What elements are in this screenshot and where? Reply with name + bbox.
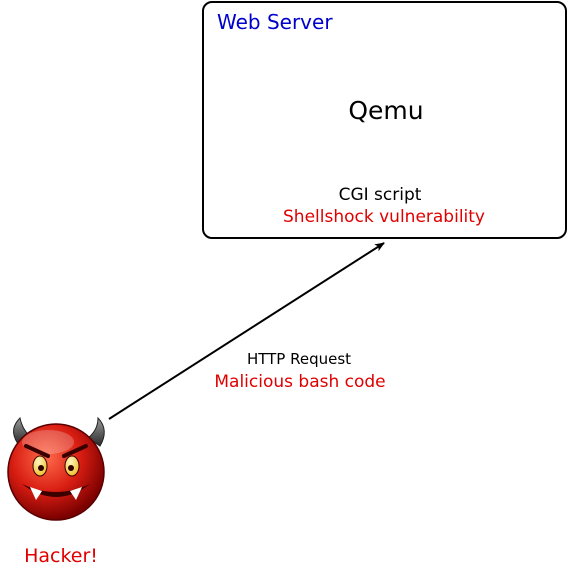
hacker-label: Hacker! (24, 545, 98, 567)
devil-face-icon (7, 416, 105, 521)
cgi-script-label: CGI script (338, 185, 422, 205)
malicious-payload-label: Malicious bash code (214, 372, 386, 392)
http-request-label: HTTP Request (246, 350, 352, 368)
emulator-label: Qemu (348, 96, 424, 125)
server-title: Web Server (217, 10, 333, 34)
request-arrow (108, 242, 385, 420)
vulnerability-label: Shellshock vulnerability (283, 207, 485, 227)
web-server-box (202, 1, 567, 239)
